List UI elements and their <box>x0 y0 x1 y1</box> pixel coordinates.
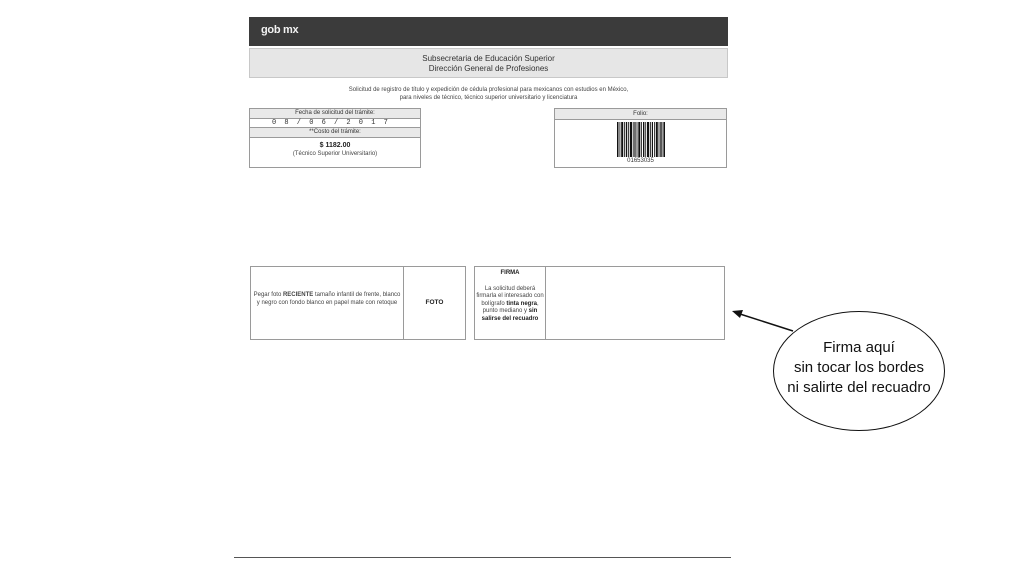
subheader: Subsecretaria de Educación Superior Dire… <box>249 48 728 78</box>
callout-line2: sin tocar los bordes <box>793 359 925 376</box>
subheader-line1: Subsecretaria de Educación Superior <box>422 54 555 63</box>
cost-section: $ 1182.00 (Técnico Superior Universitari… <box>250 138 420 158</box>
intro-line1: Solicitud de registro de título y expedi… <box>348 87 629 93</box>
callout-line1: Firma aquí <box>823 339 895 356</box>
cost-level: (Técnico Superior Universitario) <box>292 151 378 157</box>
intro-line2: para niveles de técnico, técnico superio… <box>399 94 578 101</box>
signature-text-mid: , punto mediano y <box>482 300 539 315</box>
photo-instructions: Pegar foto RECIENTE tamaño infantil de f… <box>251 267 404 339</box>
cost-label: **Costo del trámite: <box>250 128 420 138</box>
signature-text-bold1: tinta negra <box>506 300 538 307</box>
photo-label: FOTO <box>425 299 444 306</box>
barcode-image <box>617 122 665 157</box>
folio-number: 01653035 <box>627 158 654 164</box>
folio-label: Folio: <box>555 109 726 120</box>
signature-box: FIRMA La solicitud deberá firmarla el in… <box>474 266 725 340</box>
signature-text-pre: La solicitud deberá firmarla el interesa… <box>476 285 544 307</box>
header-bar: gob mx <box>249 17 728 46</box>
photo-instructions-post: tamaño infantil de frente, blanco y negr… <box>256 292 401 306</box>
signature-instructions: FIRMA La solicitud deberá firmarla el in… <box>475 267 546 339</box>
photo-box: Pegar foto RECIENTE tamaño infantil de f… <box>250 266 466 340</box>
signature-title: FIRMA <box>500 270 520 276</box>
page-bottom-line <box>234 557 731 558</box>
date-value: 0 8 / 0 6 / 2 0 1 7 <box>250 119 420 128</box>
request-info-box: Fecha de solicitud del trámite: 0 8 / 0 … <box>249 108 421 168</box>
photo-instructions-pre: Pegar foto <box>253 292 283 298</box>
form-intro: Solicitud de registro de título y expedi… <box>249 87 728 102</box>
callout-line3: ni salirte del recuadro <box>787 379 931 396</box>
cost-amount: $ 1182.00 <box>319 142 351 149</box>
signature-text-bold2: sin salirse del recuadro <box>481 308 539 322</box>
signature-callout: Firma aquí sin tocar los bordes ni salir… <box>773 311 945 431</box>
gob-mx-logo: gob mx <box>261 24 299 36</box>
folio-box: Folio: 01653035 <box>554 108 727 168</box>
date-label: Fecha de solicitud del trámite: <box>250 109 420 119</box>
subheader-line2: Dirección General de Profesiones <box>428 64 549 73</box>
photo-instructions-bold: RECIENTE <box>282 292 314 298</box>
